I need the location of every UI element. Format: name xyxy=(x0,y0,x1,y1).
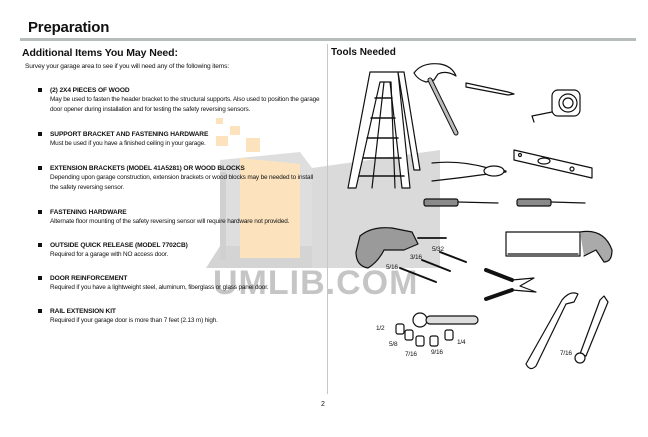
hammer-icon xyxy=(413,63,459,136)
list-item: SUPPORT BRACKET AND FASTENING HARDWARE M… xyxy=(38,130,320,164)
socket-wrench-icon xyxy=(412,312,479,328)
item-title: EXTENSION BRACKETS (MODEL 41A5281) OR WO… xyxy=(50,165,245,172)
socket-label: 9/16 xyxy=(431,349,443,356)
page-title: Preparation xyxy=(28,19,110,36)
sockets-icon xyxy=(395,323,454,347)
combination-wrench-icon xyxy=(574,295,609,364)
phillips-screwdriver-icon xyxy=(516,198,586,207)
item-title: SUPPORT BRACKET AND FASTENING HARDWARE xyxy=(50,131,209,138)
bullet-icon xyxy=(38,132,42,136)
bullet-icon xyxy=(38,88,42,92)
power-drill-icon xyxy=(355,227,447,269)
list-item: OUTSIDE QUICK RELEASE (MODEL 7702CB) Req… xyxy=(38,241,320,274)
bullet-icon xyxy=(38,309,42,313)
drill-bit-label: 5/32 xyxy=(432,246,444,253)
bullet-icon xyxy=(38,210,42,214)
title-rule xyxy=(20,38,636,41)
wire-cutters-icon xyxy=(484,268,537,301)
item-title: (2) 2X4 PIECES OF WOOD xyxy=(50,87,130,94)
list-item: RAIL EXTENSION KIT Required if your gara… xyxy=(38,307,320,337)
column-divider xyxy=(327,44,328,394)
intro-text: Survey your garage area to see if you wi… xyxy=(25,63,229,70)
socket-label: 7/16 xyxy=(405,351,417,358)
socket-label: 1/2 xyxy=(376,325,385,332)
list-item: (2) 2X4 PIECES OF WOOD May be used to fa… xyxy=(38,86,320,130)
bullet-icon xyxy=(38,243,42,247)
item-description: Required for a garage with NO access doo… xyxy=(50,251,169,258)
drill-bits-icon xyxy=(399,251,467,283)
item-title: OUTSIDE QUICK RELEASE (MODEL 7702CB) xyxy=(50,242,188,249)
item-title: FASTENING HARDWARE xyxy=(50,209,127,216)
page-number: 2 xyxy=(321,401,325,408)
item-description: Alternate floor mounting of the safety r… xyxy=(50,218,290,225)
tools-needed-heading: Tools Needed xyxy=(331,47,396,58)
item-description: Depending upon garage construction, exte… xyxy=(50,174,314,191)
item-description: Must be used if you have a finished ceil… xyxy=(50,140,206,147)
additional-items-list: (2) 2X4 PIECES OF WOOD May be used to fa… xyxy=(38,86,320,337)
socket-label: 5/8 xyxy=(389,341,398,348)
item-description: Required if you have a lightweight steel… xyxy=(50,284,269,291)
list-item: FASTENING HARDWARE Alternate floor mount… xyxy=(38,208,320,241)
additional-items-heading: Additional Items You May Need: xyxy=(22,47,178,59)
bullet-icon xyxy=(38,276,42,280)
tape-measure-icon xyxy=(531,89,581,123)
hacksaw-icon xyxy=(505,230,613,263)
level-icon xyxy=(513,149,593,179)
step-ladder-icon xyxy=(347,71,421,189)
item-title: DOOR REINFORCEMENT xyxy=(50,275,128,282)
drill-bit-label: 3/16 xyxy=(410,254,422,261)
list-item: EXTENSION BRACKETS (MODEL 41A5281) OR WO… xyxy=(38,164,320,208)
flat-screwdriver-icon xyxy=(423,198,499,207)
pencil-icon xyxy=(465,82,515,96)
adjustable-wrench-icon xyxy=(525,292,579,370)
item-description: Required if your garage door is more tha… xyxy=(50,317,218,324)
wrench-label: 7/16 xyxy=(560,350,572,357)
socket-label: 1/4 xyxy=(457,339,466,346)
pliers-icon xyxy=(431,161,507,182)
item-description: May be used to fasten the header bracket… xyxy=(50,96,320,113)
bullet-icon xyxy=(38,166,42,170)
tools-illustration xyxy=(347,63,613,370)
list-item: DOOR REINFORCEMENT Required if you have … xyxy=(38,274,320,307)
drill-bit-label: 5/16 xyxy=(386,264,398,271)
item-title: RAIL EXTENSION KIT xyxy=(50,308,116,315)
